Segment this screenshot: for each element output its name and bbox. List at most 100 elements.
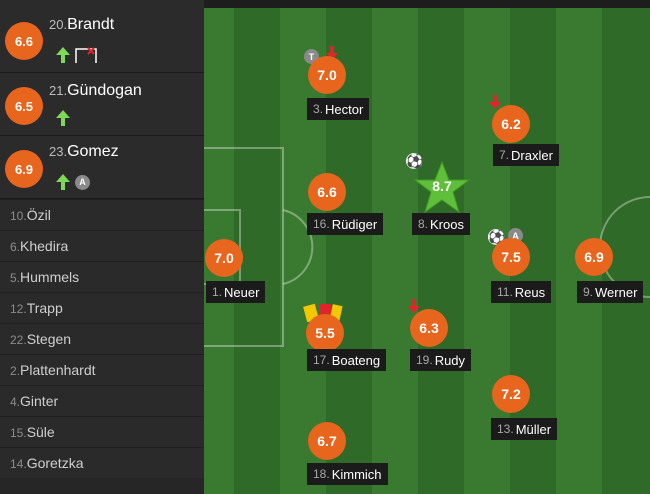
player-name: Müller	[515, 421, 552, 437]
sub-in-icon	[56, 174, 70, 190]
sub-in-icon	[56, 47, 70, 63]
player-number: 21.	[49, 83, 68, 98]
rating-badge: 6.6	[308, 173, 346, 211]
player-name: Hector	[325, 101, 364, 117]
player-label: 8.Kroos	[412, 213, 470, 235]
man-of-the-match-star	[413, 160, 471, 214]
bench-player[interactable]: 5.Hummels	[0, 261, 204, 292]
player-number: 2.	[10, 364, 21, 378]
rating-badge: 6.2	[492, 105, 530, 143]
player-name: Ginter	[20, 393, 59, 409]
player-number: 1.	[212, 285, 223, 299]
player-name: Stegen	[26, 331, 72, 347]
player-number: 13.	[497, 422, 514, 436]
rating-badge: 6.5	[5, 87, 43, 125]
player-label: 19.Rudy	[410, 349, 472, 371]
player-number: 7.	[499, 148, 510, 162]
player-name: Gomez	[67, 143, 119, 160]
player-number: 9.	[583, 285, 594, 299]
substitute-row[interactable]: 6.9 23.Gomez A	[0, 136, 204, 199]
rating-badge: 7.0	[205, 239, 243, 277]
bench-player[interactable]: 12.Trapp	[0, 292, 204, 323]
event-icons	[56, 110, 70, 126]
rating-badge: 6.9	[575, 238, 613, 276]
player-name: Khedira	[20, 238, 69, 254]
assist-badge: A	[75, 174, 90, 190]
rating-badge: 7.5	[492, 238, 530, 276]
player-label: 16.Rüdiger	[307, 213, 384, 235]
player-name: Reus	[514, 284, 546, 300]
bench-player[interactable]: 22.Stegen	[0, 323, 204, 354]
substitute-label: 21.Gündogan	[49, 82, 142, 100]
player-number: 23.	[49, 144, 68, 159]
player-name: Draxler	[511, 147, 553, 163]
player-name: Goretzka	[26, 455, 84, 471]
player-number: 4.	[10, 395, 21, 409]
goal-ball-icon: ⚽	[406, 153, 424, 169]
player-name: Kroos	[430, 216, 464, 232]
player-number: 12.	[10, 302, 27, 316]
substitute-row[interactable]: 6.6 20.Brandt	[0, 0, 204, 73]
player-number: 20.	[49, 17, 68, 32]
player-name: Brandt	[67, 16, 115, 33]
bench-player[interactable]: 15.Süle	[0, 416, 204, 447]
bench-player[interactable]: 4.Ginter	[0, 385, 204, 416]
goal-post-icon	[75, 47, 97, 63]
player-label: 7.Draxler	[493, 144, 559, 166]
rating-badge: 7.2	[492, 375, 530, 413]
event-icons: A	[56, 174, 90, 190]
player-name: Gündogan	[67, 82, 142, 99]
player-label: 13.Müller	[491, 418, 558, 440]
sub-out-icon	[407, 299, 421, 313]
player-number: 22.	[10, 333, 27, 347]
player-number: 17.	[313, 353, 330, 367]
player-number: 14.	[10, 457, 27, 471]
player-number: 3.	[313, 102, 324, 116]
bench-player[interactable]: 6.Khedira	[0, 230, 204, 261]
player-number: 10.	[10, 209, 27, 223]
player-number: 5.	[10, 271, 21, 285]
player-label: 1.Neuer	[206, 281, 266, 303]
sub-in-icon	[56, 110, 70, 126]
bench-player[interactable]: 10.Özil	[0, 199, 204, 230]
rating-badge: 6.3	[410, 309, 448, 347]
player-number: 11.	[497, 285, 513, 299]
player-name: Hummels	[20, 269, 80, 285]
player-label: 11.Reus	[491, 281, 552, 303]
player-number: 18.	[313, 467, 330, 481]
player-name: Süle	[26, 424, 55, 440]
sub-out-icon	[488, 95, 502, 109]
player-label: 3.Hector	[307, 98, 370, 120]
player-label: 18.Kimmich	[307, 463, 388, 485]
rating-badge: 5.5	[306, 314, 344, 352]
player-name: Özil	[26, 207, 51, 223]
player-name: Rudy	[434, 352, 466, 368]
lineup-sidebar: 6.6 20.Brandt 6.5 21.Gündogan 6.9 23.Gom…	[0, 0, 204, 494]
player-number: 8.	[418, 217, 429, 231]
player-label: 9.Werner	[577, 281, 644, 303]
player-name: Kimmich	[331, 466, 382, 482]
player-label: 17.Boateng	[307, 349, 387, 371]
rating-value: 8.7	[432, 178, 452, 194]
rating-badge: 6.7	[308, 422, 346, 460]
player-name: Trapp	[26, 300, 63, 316]
bench-player[interactable]: 14.Goretzka	[0, 447, 204, 478]
player-name: Rüdiger	[331, 216, 378, 232]
player-number: 19.	[416, 353, 433, 367]
top-bar	[204, 0, 650, 8]
substitute-row[interactable]: 6.5 21.Gündogan	[0, 73, 204, 136]
substitute-label: 23.Gomez	[49, 143, 119, 161]
rating-badge: 7.0	[308, 56, 346, 94]
rating-badge: 6.9	[5, 150, 43, 188]
player-name: Werner	[595, 284, 638, 300]
player-name: Neuer	[224, 284, 260, 300]
player-number: 15.	[10, 426, 27, 440]
player-name: Plattenhardt	[20, 362, 96, 378]
bench-player[interactable]: 2.Plattenhardt	[0, 354, 204, 385]
player-name: Boateng	[331, 352, 381, 368]
rating-badge: 6.6	[5, 22, 43, 60]
player-number: 6.	[10, 240, 21, 254]
event-icons	[56, 47, 97, 63]
player-number: 16.	[313, 217, 330, 231]
substitute-label: 20.Brandt	[49, 16, 114, 34]
